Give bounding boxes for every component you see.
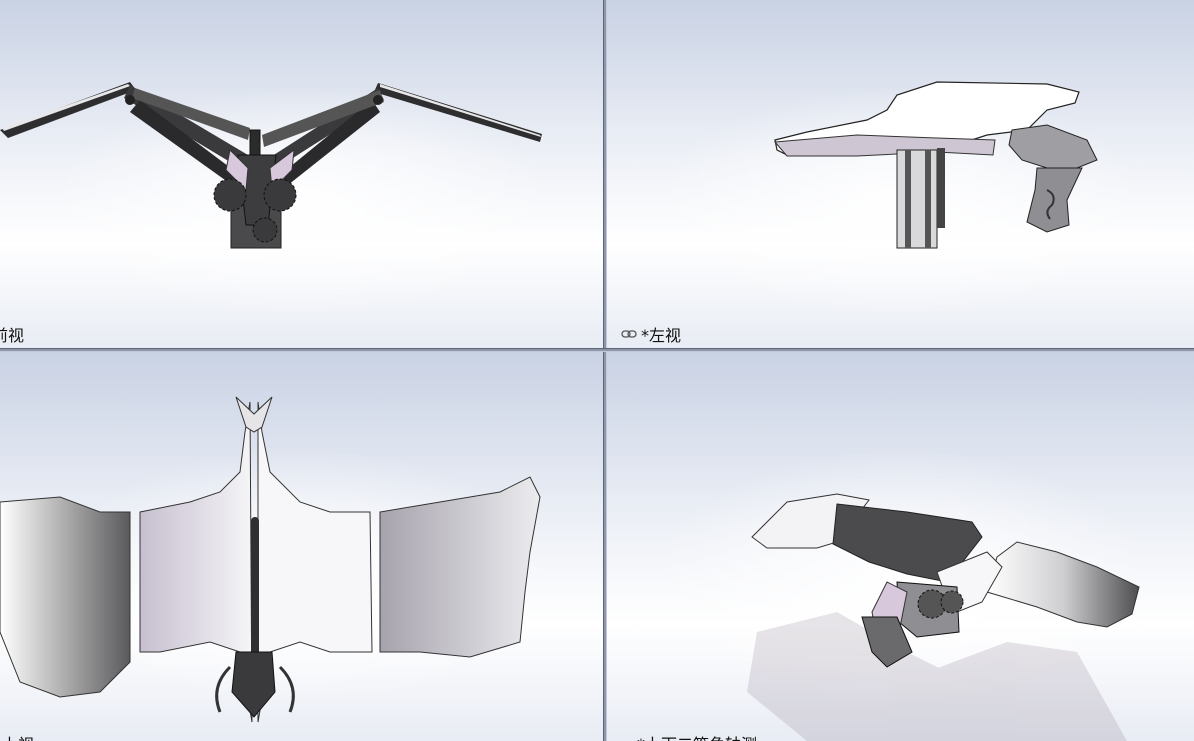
viewport-isometric[interactable]: *上下二等角轴测 [607,352,1194,741]
viewport-splitter-horizontal[interactable] [0,348,1194,352]
viewport-label-front: 前视 [0,326,25,345]
viewport-label-top: 上视 [2,731,34,741]
viewport-label-left: *左视 [621,322,681,346]
viewport-top[interactable]: 上视 [0,352,603,741]
top-view-model [0,396,541,723]
link-icon [621,330,637,338]
viewport-label-isometric: *上下二等角轴测 [637,731,757,741]
front-view-model [0,82,542,249]
isometric-view-model [747,493,1140,741]
viewport-front[interactable]: 前视 [0,0,603,348]
left-view-model [773,81,1098,249]
viewport-left[interactable]: *左视 [607,0,1194,348]
viewport-splitter-vertical[interactable] [603,0,607,741]
